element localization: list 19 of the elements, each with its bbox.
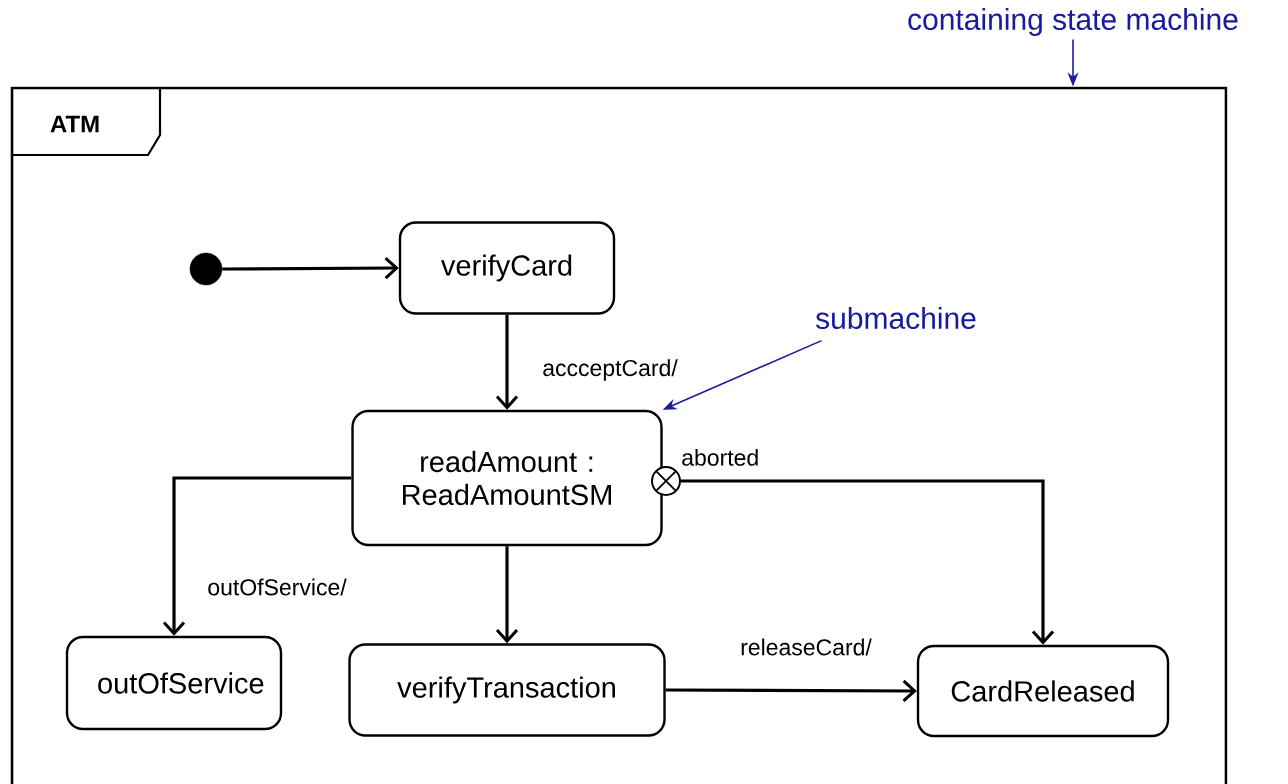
- beside-label: aborted: [682, 448, 758, 466]
- initial-state-dot: [189, 252, 223, 286]
- transition-arrow: [665, 679, 917, 703]
- edge-label: releaseCard/: [741, 638, 872, 656]
- edge-label: accceptCard/: [543, 359, 678, 381]
- state-box: verifyTransaction: [348, 643, 666, 737]
- state-box: CardReleased: [916, 644, 1170, 738]
- transition-arrow: [495, 546, 519, 644]
- state-box: readAmount : ReadAmountSM: [351, 409, 663, 547]
- transition-arrow: [681, 479, 1055, 645]
- transition-arrow: [495, 314, 519, 410]
- exit-point-circle: [651, 466, 681, 496]
- transition-arrow: [222, 256, 399, 280]
- annotation-text: containing state machine: [908, 8, 1238, 36]
- state-box: verifyCard: [398, 221, 616, 315]
- annotation-text: submachine: [815, 307, 976, 329]
- edge-label: outOfService/: [208, 578, 347, 596]
- transition-arrow: [162, 476, 352, 636]
- state-box: outOfService: [65, 635, 283, 731]
